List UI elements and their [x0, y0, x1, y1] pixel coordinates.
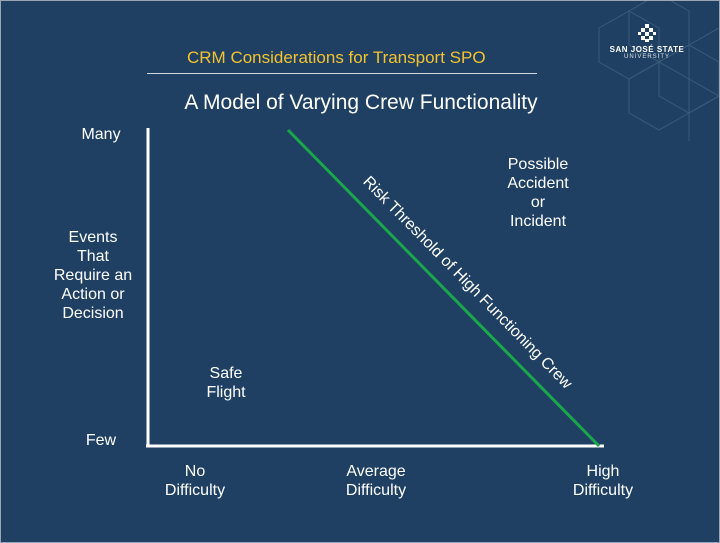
y-axis-title-line: Action or: [61, 286, 125, 303]
x-tick-no-difficulty: No Difficulty: [145, 462, 245, 500]
region-label-line: Accident: [507, 175, 569, 192]
x-tick-line: High: [586, 463, 620, 480]
region-label-line: Safe: [209, 365, 243, 382]
region-label-line: Possible: [507, 156, 569, 173]
x-tick-line: Difficulty: [164, 482, 226, 499]
y-axis-title-line: Events: [68, 229, 118, 246]
y-axis-top-label: Many: [81, 126, 121, 143]
x-tick-high-difficulty: High Difficulty: [553, 462, 653, 500]
y-axis-title-line: Require an: [53, 267, 133, 284]
y-axis-title-line: That: [76, 248, 109, 265]
header-title: CRM Considerations for Transport SPO: [187, 48, 486, 67]
y-axis-bottom-label: Few: [85, 432, 117, 449]
hex-pattern-decoration: [598, 1, 719, 141]
y-axis-title-line: Decision: [62, 305, 124, 322]
x-tick-line: Difficulty: [345, 482, 407, 499]
accident-region-label: Possible Accident or Incident: [488, 155, 588, 231]
x-tick-line: Difficulty: [572, 482, 634, 499]
slide-title: A Model of Varying Crew Functionality: [184, 91, 538, 114]
x-tick-line: No: [184, 463, 206, 480]
risk-threshold-line: [286, 128, 601, 448]
region-label-line: or: [530, 194, 546, 211]
sjsu-logo-icon: [638, 24, 656, 42]
x-tick-average-difficulty: Average Difficulty: [321, 462, 431, 500]
logo-subtitle: UNIVERSITY: [623, 54, 670, 60]
header-divider: [147, 73, 537, 74]
y-axis-title: Events That Require an Action or Decisio…: [43, 228, 143, 323]
region-label-line: Flight: [206, 384, 246, 401]
x-tick-line: Average: [346, 463, 406, 480]
safe-flight-region-label: Safe Flight: [181, 364, 271, 402]
region-label-line: Incident: [509, 213, 567, 230]
logo-name: SAN JOSÉ STATE: [609, 45, 685, 54]
university-logo: SAN JOSÉ STATE UNIVERSITY: [597, 23, 697, 60]
